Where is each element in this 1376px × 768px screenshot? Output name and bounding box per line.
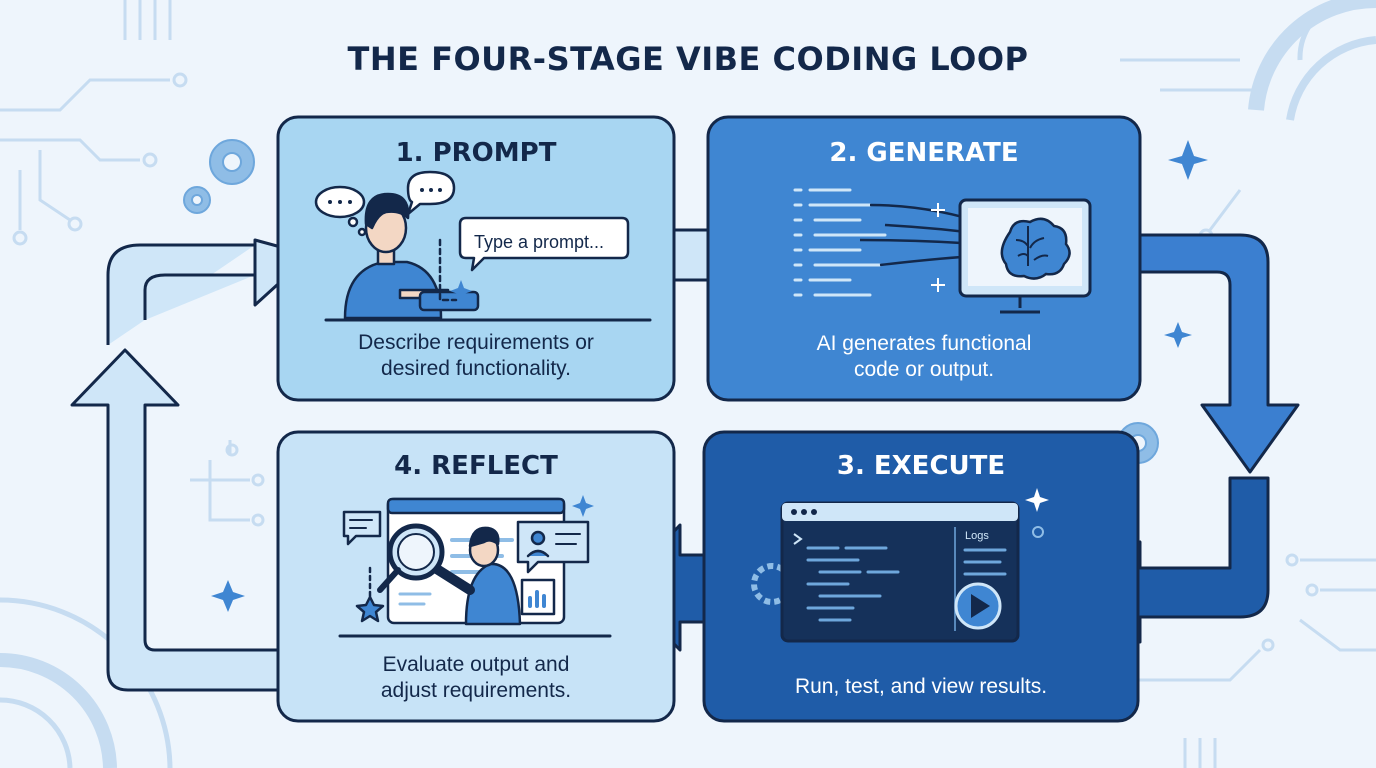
- terminal-play-icon: [751, 488, 1049, 643]
- person-magnifier-review-icon: [338, 495, 612, 638]
- sparkle-icon: [211, 140, 1208, 612]
- stage-card-generate: [706, 115, 1142, 402]
- stage-description-line: Evaluate output and: [382, 653, 570, 676]
- stage-description-execute: Run, test, and view results.: [704, 674, 1138, 700]
- arrow-reflect-to-prompt: [70, 348, 282, 692]
- arrow-generate-to-execute: [1136, 233, 1300, 474]
- prompt-input-bubble: Type a prompt...: [474, 232, 604, 252]
- stage-description-prompt: Describe requirements or desired functio…: [278, 330, 674, 382]
- stage-title-reflect: 4. REFLECT: [394, 451, 558, 481]
- stage-title-execute: 3. EXECUTE: [836, 451, 1006, 481]
- code-to-brain-monitor-icon: [793, 188, 1092, 314]
- stage-description-line: desired functionality.: [381, 357, 571, 380]
- stage-description-line: Run, test, and view results.: [794, 675, 1048, 698]
- stage-title-prompt: 1. PROMPT: [395, 138, 557, 168]
- stage-description-line: AI generates functional: [816, 332, 1032, 355]
- stage-title-generate: 2. GENERATE: [829, 138, 1019, 168]
- person-typing-prompt-icon: [314, 170, 652, 322]
- page-title: THE FOUR-STAGE VIBE CODING LOOP: [347, 40, 1029, 78]
- terminal-logs-label: Logs: [965, 530, 989, 542]
- stage-description-line: Describe requirements or: [358, 331, 594, 354]
- stage-description-line: code or output.: [853, 358, 995, 381]
- stage-description-generate: AI generates functional code or output.: [708, 331, 1140, 383]
- stage-description-line: adjust requirements.: [380, 679, 572, 702]
- stage-description-reflect: Evaluate output and adjust requirements.: [278, 652, 674, 704]
- arrow-loop-to-prompt: [106, 238, 312, 345]
